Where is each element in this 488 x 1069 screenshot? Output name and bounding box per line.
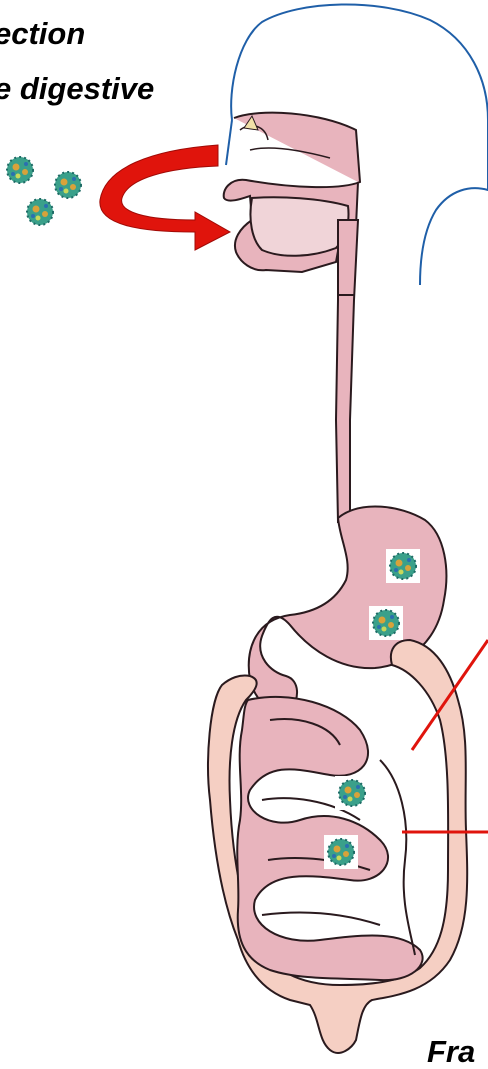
virus-particle-icon: [27, 199, 53, 225]
virus-particle-icon: [324, 835, 358, 869]
virus-particle-icon: [369, 606, 403, 640]
virus-particle-icon: [335, 776, 369, 810]
curved-arrow-icon: [100, 145, 230, 250]
virus-particle-icon: [386, 549, 420, 583]
virus-particle-icon: [7, 157, 33, 183]
esophagus: [336, 220, 358, 522]
virus-particle-icon: [55, 172, 81, 198]
